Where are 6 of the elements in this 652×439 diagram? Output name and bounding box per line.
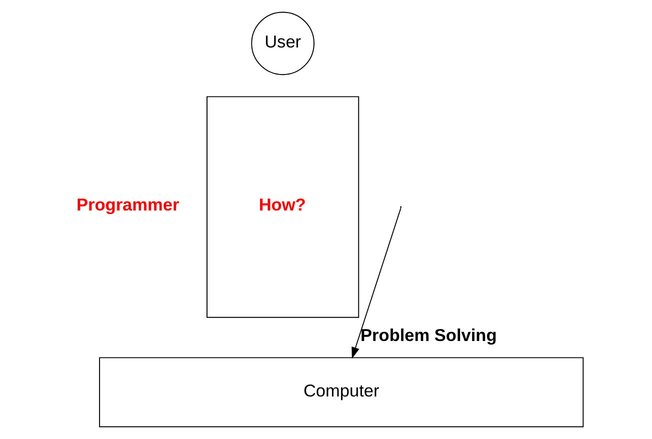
arrow (352, 208, 402, 359)
node-circle: User (251, 12, 314, 76)
node-box: How? (206, 96, 360, 318)
node-label: Programmer (76, 194, 180, 214)
node-box: Computer (99, 357, 584, 428)
edge-label: Problem Solving (360, 324, 497, 345)
